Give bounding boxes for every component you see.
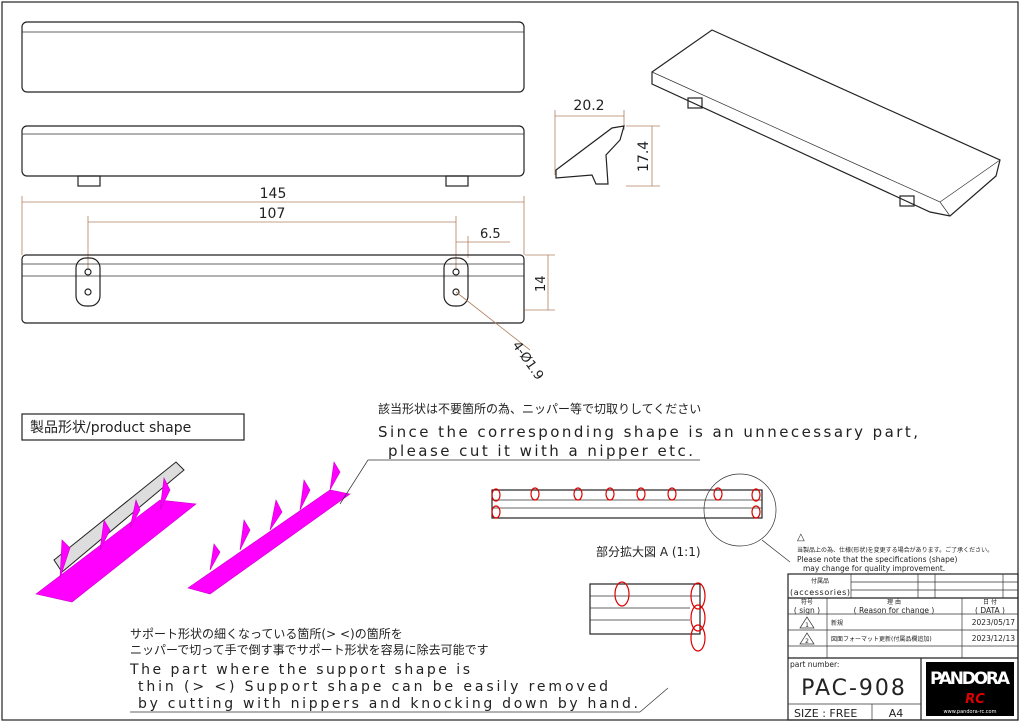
part-number: PAC-908 [801, 676, 907, 701]
svg-text:RC: RC [965, 692, 985, 707]
part-number-label: part number: [790, 660, 839, 669]
dim-side-height: 17.4 [636, 141, 652, 172]
revision-triangle-icon [799, 632, 815, 645]
title-block [787, 573, 1019, 721]
support-en-2: thin (> <) Support shape can be easily r… [138, 679, 608, 695]
reason-en: ( Reason for change ) [854, 606, 935, 615]
support-jp-1: サポート形状の細くなっている箇所(> <)の箇所を [130, 627, 403, 641]
support-jp-2: ニッパーで切って手で倒す事でサポート形状を容易に除去可能です [130, 642, 489, 657]
reason-jp: 理 由 [887, 598, 901, 606]
sign-en: ( sign ) [794, 606, 820, 615]
dim-height: 14 [534, 275, 549, 292]
dim-length: 145 [260, 186, 287, 202]
product-shape-box [21, 413, 245, 441]
isometric-view [651, 29, 1001, 217]
warning-triangle-icon: △ [797, 532, 805, 543]
section-view [491, 473, 791, 563]
revision-reason: 新規 [831, 619, 843, 627]
date-en: ( DATA ) [975, 606, 1005, 615]
revision-sign: 1 [805, 622, 809, 629]
size-label: SIZE : FREE [794, 707, 857, 720]
spec-note-jp: 当製品上の為、仕様(形状)を変更する場合があります。ご了承ください。 [797, 546, 993, 554]
note-jp: 該当形状は不要箇所の為、ニッパー等で切取りしてください [378, 401, 701, 416]
note-en-1: Since the corresponding shape is an unne… [378, 423, 918, 441]
detail-view-label: 部分拡大図 A (1:1) [596, 544, 701, 559]
pandora-logo: PANDORA RC www.pandora-rc.com [926, 662, 1014, 716]
front-view [21, 125, 525, 187]
spec-note-en-2: may change for quality improvement. [803, 564, 945, 573]
dim-side-width: 20.2 [573, 98, 604, 114]
support-en-1: The part where the support shape is [129, 662, 470, 678]
date-jp: 日 付 [983, 598, 997, 606]
support-en-3: by cutting with nippers and knocking dow… [138, 696, 638, 712]
logo-url: www.pandora-rc.com [944, 709, 997, 715]
top-view [21, 21, 525, 93]
product-shape-label: 製品形状/product shape [30, 420, 191, 436]
svg-text:PANDORA: PANDORA [930, 669, 1011, 689]
revision-date: 2023/05/17 [972, 618, 1015, 627]
revision-row: 1 新規 2023/05/17 [799, 616, 1015, 629]
side-view [554, 110, 660, 187]
bottom-view [21, 196, 555, 351]
revision-row: 2 図面フォーマット更新(付属品欄追加) 2023/12/13 [799, 632, 1015, 645]
accessories-jp: 付属品 [811, 577, 829, 585]
revision-sign: 2 [805, 638, 809, 645]
dim-holes: 4-Ø1.9 [509, 339, 546, 384]
spec-note-en-1: Please note that the specifications (sha… [797, 555, 957, 564]
revision-triangle-icon [799, 616, 815, 629]
product-with-supports [35, 461, 351, 603]
dim-hole-offset: 6.5 [480, 227, 501, 242]
sign-jp: 符号 [801, 598, 813, 606]
revision-reason: 図面フォーマット更新(付属品欄追加) [831, 635, 932, 643]
note-en-2: please cut it with a nipper etc. [388, 442, 693, 460]
detail-view [589, 581, 706, 652]
accessories-en: (accessories) [790, 588, 850, 597]
paper-size: A4 [889, 707, 904, 720]
dim-hole-span: 107 [259, 206, 286, 222]
revision-date: 2023/12/13 [972, 634, 1015, 643]
